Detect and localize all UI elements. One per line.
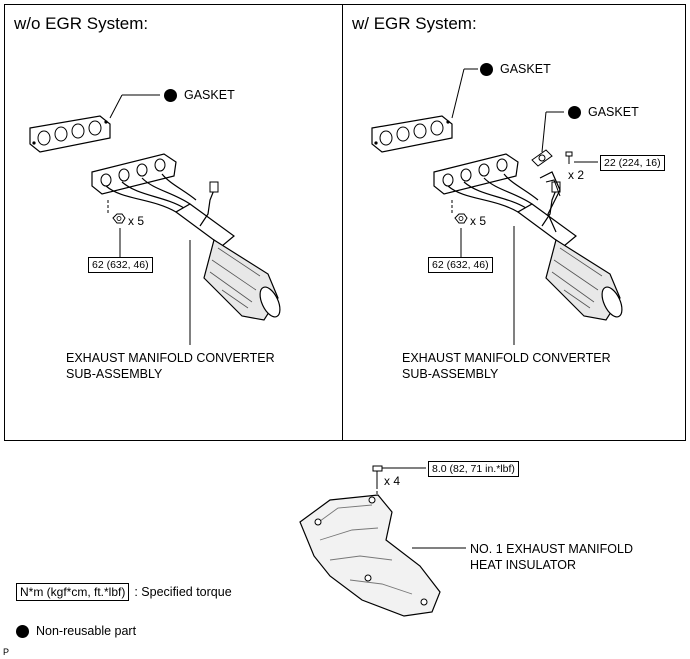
legend-torque-box: N*m (kgf*cm, ft.*lbf) (16, 583, 130, 601)
left-nut-qty: x 5 (128, 214, 145, 228)
left-nut-icon (112, 213, 126, 224)
left-assembly-label-line2: SUB-ASSEMBLY (66, 367, 163, 381)
right-gasket-icon (371, 115, 453, 153)
right-panel-title: w/ EGR System: (352, 14, 477, 33)
insulator-label: NO. 1 EXHAUST MANIFOLD HEAT INSULATOR (470, 541, 633, 573)
right-assembly-label: EXHAUST MANIFOLD CONVERTER SUB-ASSEMBLY (402, 350, 611, 382)
insulator-bolt-qty: x 4 (384, 474, 401, 488)
right-gasket-label: GASKET (500, 62, 551, 76)
nonreusable-marker-icon (480, 62, 493, 76)
footer-code: P (3, 647, 10, 657)
insulator-label-line1: NO. 1 EXHAUST MANIFOLD (470, 542, 633, 556)
left-gasket-callout: GASKET (164, 88, 235, 102)
insulator-bolt-icon (372, 465, 383, 486)
egr-bolt-icon (565, 151, 573, 164)
left-nut-torque: 62 (632, 46) (88, 257, 153, 273)
right-assembly-label-line2: SUB-ASSEMBLY (402, 367, 499, 381)
egr-gasket-label: GASKET (588, 105, 639, 119)
right-panel (342, 4, 686, 441)
legend-nonreusable-label: Non-reusable part (36, 624, 137, 638)
right-assembly-label-line1: EXHAUST MANIFOLD CONVERTER (402, 351, 611, 365)
egr-bolt-torque: 22 (224, 16) (600, 155, 665, 171)
nonreusable-marker-icon (164, 88, 177, 102)
left-panel-title: w/o EGR System: (14, 14, 149, 33)
right-manifold-icon (433, 153, 627, 321)
right-nut-icon (454, 213, 468, 224)
egr-gasket-callout: GASKET (568, 105, 639, 119)
heat-insulator-icon (299, 494, 441, 617)
right-nut-torque: 62 (632, 46) (428, 257, 493, 273)
legend-torque: N*m (kgf*cm, ft.*lbf) : Specified torque (16, 583, 232, 601)
right-nut-qty: x 5 (470, 214, 487, 228)
legend-nonreusable: Non-reusable part (16, 624, 136, 638)
right-gasket-callout: GASKET (480, 62, 551, 76)
insulator-label-line2: HEAT INSULATOR (470, 558, 577, 572)
left-panel (4, 4, 343, 441)
legend-torque-desc: : Specified torque (134, 585, 232, 599)
nonreusable-marker-icon (568, 105, 581, 119)
left-gasket-label: GASKET (184, 88, 235, 102)
left-gasket-icon (29, 115, 111, 153)
egr-bolt-qty: x 2 (568, 168, 585, 182)
insulator-bolt-torque: 8.0 (82, 71 in.*lbf) (428, 461, 519, 477)
nonreusable-marker-icon (16, 624, 29, 638)
left-assembly-label-line1: EXHAUST MANIFOLD CONVERTER (66, 351, 275, 365)
left-assembly-label: EXHAUST MANIFOLD CONVERTER SUB-ASSEMBLY (66, 350, 275, 382)
left-manifold-icon (91, 153, 285, 321)
egr-gasket-icon (531, 149, 553, 167)
